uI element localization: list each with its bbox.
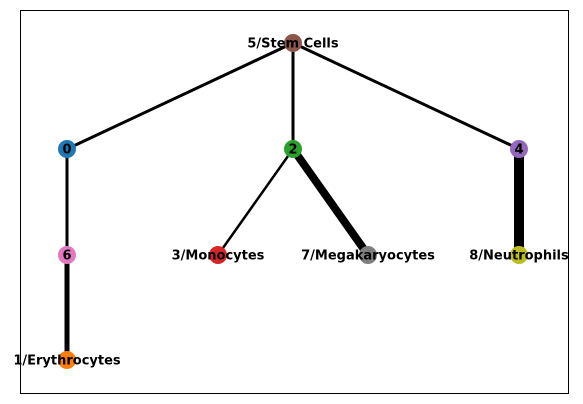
node-label-8: 8/Neutrophils bbox=[469, 249, 569, 264]
node-3 bbox=[209, 246, 227, 264]
node-label-6: 6 bbox=[62, 249, 71, 264]
edge-5-0 bbox=[66, 41, 294, 151]
node-label-2: 2 bbox=[288, 143, 297, 158]
node-label-3: 3/Monocytes bbox=[172, 249, 265, 264]
node-label-4: 4 bbox=[514, 143, 523, 158]
node-0 bbox=[58, 140, 76, 158]
edge-5-4 bbox=[292, 41, 520, 151]
edge-2-3 bbox=[216, 148, 295, 256]
node-label-1: 1/Erythrocytes bbox=[13, 354, 121, 369]
nodes-layer bbox=[58, 34, 528, 369]
node-7 bbox=[359, 246, 377, 264]
node-label-7: 7/Megakaryocytes bbox=[301, 249, 435, 264]
node-4 bbox=[510, 140, 528, 158]
edge-2-7 bbox=[289, 146, 372, 258]
node-2 bbox=[284, 140, 302, 158]
edges-layer bbox=[64, 41, 524, 360]
node-1 bbox=[58, 351, 76, 369]
labels-layer: 5/Stem Cells 0 2 4 6 3/Monocytes 7/Megakaryocy… bbox=[13, 37, 569, 369]
node-label-5: 5/Stem Cells bbox=[247, 37, 339, 52]
node-6 bbox=[58, 246, 76, 264]
node-8 bbox=[510, 246, 528, 264]
node-5 bbox=[284, 34, 302, 52]
plot-frame bbox=[20, 10, 569, 394]
node-label-0: 0 bbox=[62, 143, 71, 158]
